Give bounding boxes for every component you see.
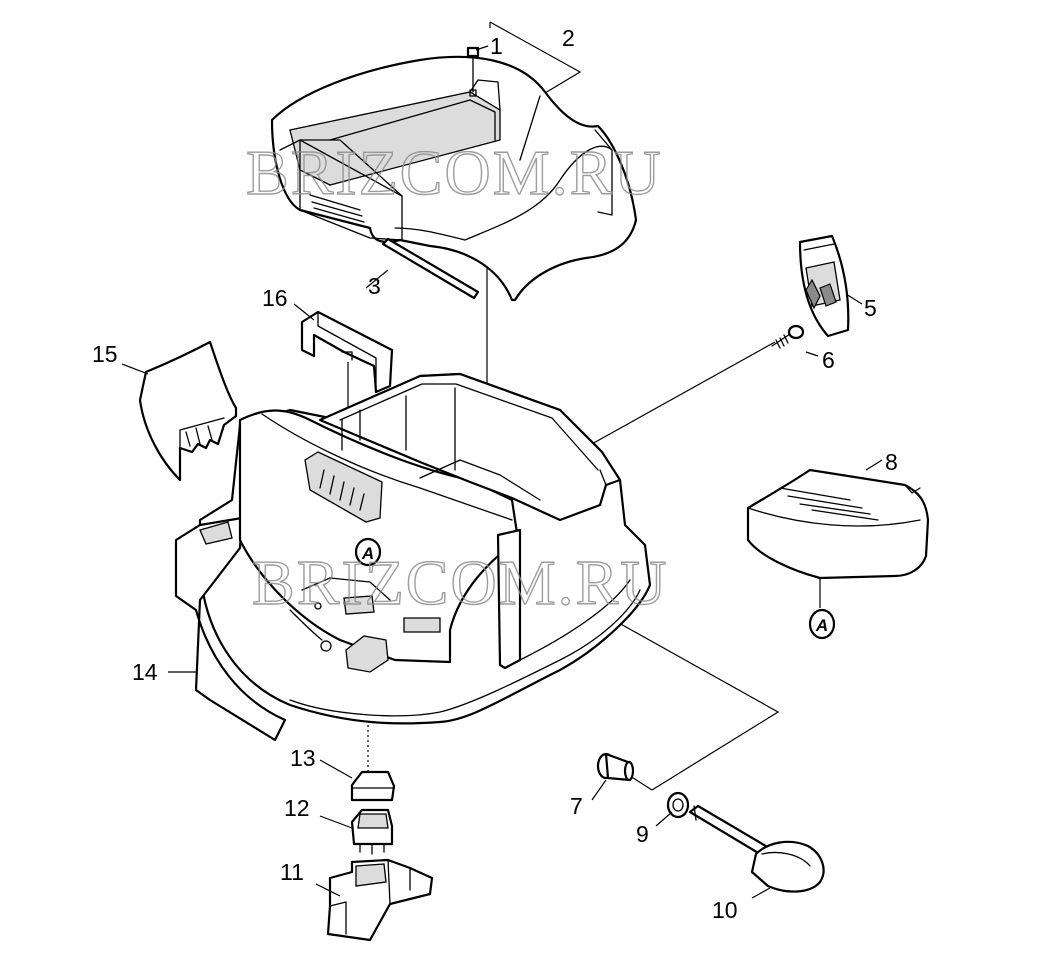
callout-1: 1 [490, 33, 503, 59]
callout-numbers: 1 2 3 5 6 8 14 15 16 13 12 11 7 9 10 [92, 25, 898, 923]
part-16-clip [300, 310, 394, 394]
part-7-bushing [596, 752, 635, 782]
part-15-side-flap [138, 340, 238, 482]
callout-7: 7 [570, 793, 583, 819]
part-2-upper-cover [270, 55, 638, 302]
part-10-key [688, 804, 825, 893]
callout-10: 10 [712, 897, 738, 923]
part-6-screw [771, 324, 805, 349]
part-13-button-cap [350, 770, 396, 802]
callout-15: 15 [92, 341, 118, 367]
watermark-middle: BRIZCOM.RU [252, 547, 669, 618]
part-1-pin [466, 46, 480, 97]
callout-9: 9 [636, 821, 649, 847]
callout-5: 5 [864, 295, 877, 321]
callout-6: 6 [822, 347, 835, 373]
callout-8: 8 [885, 449, 898, 475]
reference-marker-a-lower: A [808, 608, 836, 640]
part-9-washer [666, 791, 690, 819]
watermark-top: BRIZCOM.RU [246, 137, 663, 208]
part-3-rod [381, 237, 480, 300]
callout-leaders [121, 45, 883, 899]
part-5-latch [798, 234, 850, 338]
callout-14: 14 [132, 659, 158, 685]
reference-marker-a-upper: A [354, 537, 382, 567]
reference-letter: A [361, 544, 374, 563]
reference-letter: A [815, 616, 828, 635]
part-12-switch [350, 808, 394, 855]
part-14-main-housing [174, 372, 652, 742]
watermarks: BRIZCOM.RU BRIZCOM.RU [245, 136, 669, 618]
part-11-switch-housing [326, 858, 434, 942]
callout-11: 11 [280, 859, 304, 885]
callout-3: 3 [368, 273, 381, 299]
callout-2: 2 [562, 25, 575, 51]
part-8-lid [746, 468, 930, 580]
callout-12: 12 [284, 795, 310, 821]
callout-16: 16 [262, 285, 288, 311]
callout-13: 13 [290, 745, 316, 771]
